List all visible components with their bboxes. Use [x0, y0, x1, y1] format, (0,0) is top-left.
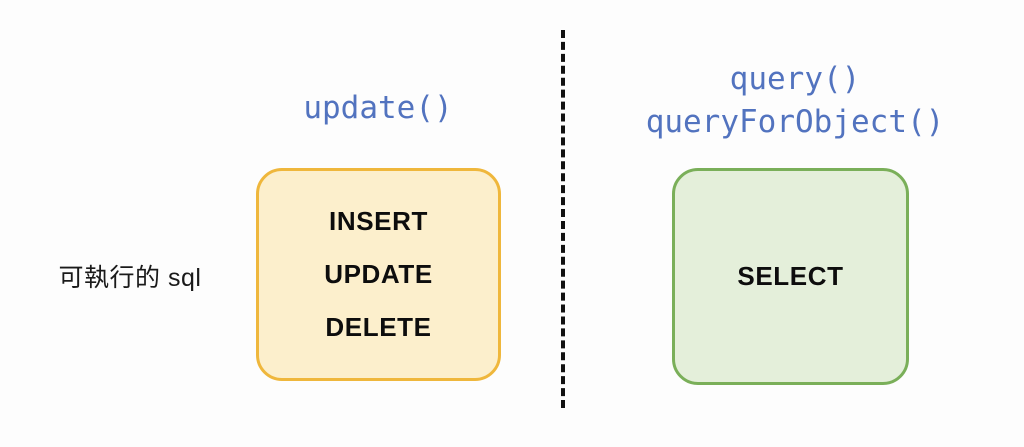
- read-statements-box: SELECT: [672, 168, 909, 385]
- dashed-vertical-divider: [561, 30, 565, 408]
- method-caption-query-group: query() queryForObject(): [610, 58, 980, 144]
- side-label-executable-sql: 可執行的 sql: [58, 264, 202, 292]
- statement-select: SELECT: [737, 261, 844, 291]
- statement-insert: INSERT: [329, 206, 428, 236]
- statement-update: UPDATE: [324, 259, 433, 289]
- method-name-query-for-object: queryForObject(): [645, 104, 945, 140]
- method-name-update: update(): [303, 90, 453, 126]
- method-name-query: query(): [729, 61, 861, 97]
- write-statements-box: INSERT UPDATE DELETE: [256, 168, 501, 381]
- method-caption-update: update(): [255, 90, 501, 126]
- statement-delete: DELETE: [325, 312, 432, 342]
